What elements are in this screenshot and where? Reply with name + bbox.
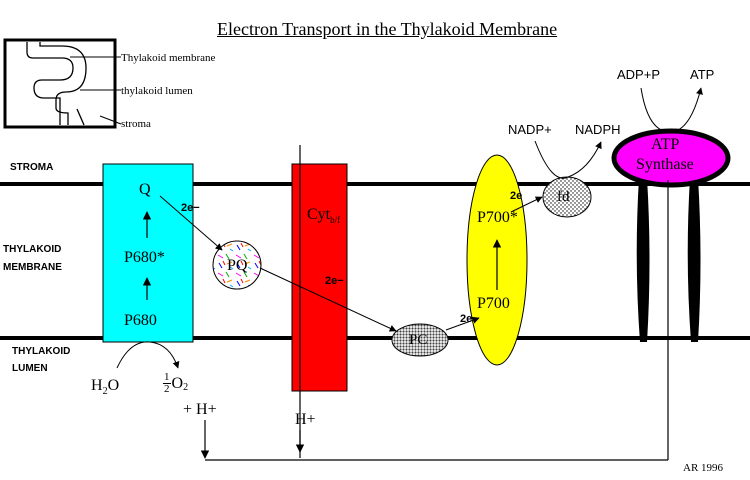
water-subscript: 2 (102, 386, 108, 397)
p700-star-label: P700* (477, 209, 518, 226)
psii-proton-label: + H+ (183, 401, 217, 418)
p700-label: P700 (477, 295, 510, 312)
cyt-subscript: b/f (330, 215, 341, 225)
electron-label-pc-p700: 2e (460, 313, 473, 325)
adp-p-label: ADP+P (617, 67, 660, 82)
lumen-region-label-1: THYLAKOID (12, 346, 71, 357)
credit-label: AR 1996 (683, 462, 724, 474)
atp-synthase-label-1: ATP (651, 136, 680, 153)
atp-synthase-head (611, 128, 731, 188)
plastocyanin-ellipse (391, 323, 449, 357)
half-fraction: 1 2 (163, 372, 171, 395)
photosystem-ii-box (102, 163, 194, 343)
cyt-main-text: Cyt (307, 206, 331, 223)
electron-label-q-pq: 2e− (181, 202, 200, 214)
cyt-label: Cytb/f (307, 207, 340, 225)
electron-label-pq-pc: 2e− (325, 275, 344, 287)
water-o: O (107, 377, 120, 394)
stroma-region-label: STROMA (10, 162, 54, 173)
p680-star-label: P680* (124, 249, 165, 266)
legend-lumen-label: thylakoid lumen (121, 85, 193, 97)
plastoquinone-circle (212, 240, 262, 290)
membrane-region-label-2: MEMBRANE (3, 262, 62, 273)
water-label: H2O (91, 378, 119, 397)
oxygen-o: O (171, 374, 184, 392)
atp-synthase-label-2: Synthase (636, 156, 694, 173)
diagram-title: Electron Transport in the Thylakoid Memb… (217, 19, 558, 39)
atp-product-label: ATP (690, 67, 715, 82)
legend-membrane-label: Thylakoid membrane (121, 52, 216, 64)
half-denominator: 2 (164, 383, 170, 395)
cytochrome-bf-box (291, 163, 348, 392)
lumen-region-label-2: LUMEN (12, 363, 48, 374)
pc-label: PC (409, 332, 428, 348)
atp-synthase-stalk-left (636, 178, 650, 342)
cyt-proton-label: H+ (295, 411, 316, 428)
half-numerator: 1 (163, 371, 171, 384)
legend-box (3, 38, 122, 129)
nadp-plus-label: NADP+ (508, 122, 552, 137)
atp-synthase-stalk-right (687, 178, 701, 342)
membrane-region-label-1: THYLAKOID (3, 244, 62, 255)
pq-label: PQ (227, 257, 248, 274)
fd-label: fd (557, 189, 570, 205)
water-h: H (91, 377, 103, 394)
legend-stroma-label: stroma (121, 118, 151, 130)
q-label: Q (139, 181, 151, 198)
oxygen-subscript: 2 (183, 381, 189, 393)
electron-label-p700-fd: 2e (510, 190, 523, 202)
p680-label: P680 (124, 312, 157, 329)
nadph-label: NADPH (575, 122, 621, 137)
